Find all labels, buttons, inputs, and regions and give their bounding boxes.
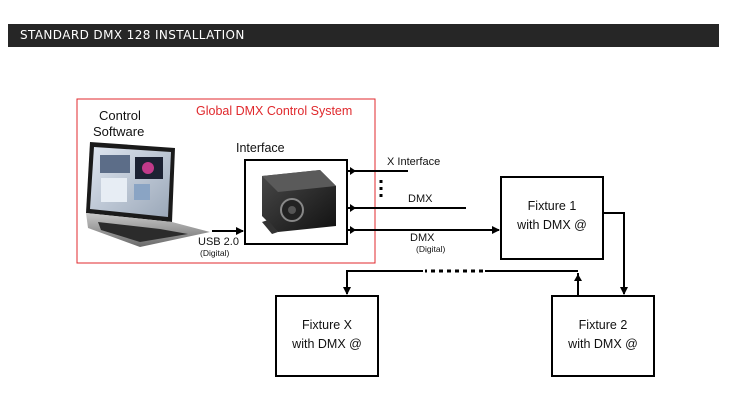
usb-sub-label: (Digital) xyxy=(200,248,229,258)
fixture-2-box xyxy=(551,295,655,377)
chain-line-left xyxy=(343,270,423,295)
section-title: STANDARD DMX 128 INSTALLATION xyxy=(20,28,245,42)
fixture-1-label-line2: with DMX @ xyxy=(516,218,587,232)
fixture-1-to-fixture-2-connection xyxy=(603,212,628,295)
fixture-x-box xyxy=(275,295,379,377)
x-interface-label: X Interface xyxy=(387,156,440,168)
fixture-x-label-line2: with DMX @ xyxy=(291,337,362,351)
fixture-2-label-line2: with DMX @ xyxy=(567,337,638,351)
x-interface-arrowhead xyxy=(350,167,356,175)
control-system-label: Global DMX Control System xyxy=(196,104,352,118)
dmx-line-1-arrowhead xyxy=(350,204,356,212)
section-header-bar: STANDARD DMX 128 INSTALLATION xyxy=(8,24,719,47)
software-label-line1: Control xyxy=(99,108,141,123)
control-system-frame xyxy=(76,98,376,264)
dmx-label-1: DMX xyxy=(408,193,433,205)
fixture-x-label-line1: Fixture X xyxy=(302,318,353,332)
dmx-line-2-arrowhead xyxy=(350,226,356,234)
fixture-1-label-line1: Fixture 1 xyxy=(528,199,577,213)
laptop-icon xyxy=(86,142,210,247)
usb-label: USB 2.0 xyxy=(198,236,239,248)
dmx-label-2: DMX xyxy=(410,232,435,244)
dmx-sub-label: (Digital) xyxy=(416,244,445,254)
interface-label: Interface xyxy=(236,141,285,155)
dmx-interface-device-icon xyxy=(262,170,336,234)
fixture-1-box xyxy=(500,176,604,260)
fixture-2-label-line1: Fixture 2 xyxy=(579,318,628,332)
fixture-2-up-arrowhead xyxy=(574,274,582,281)
software-label-line2: Software xyxy=(93,124,144,139)
